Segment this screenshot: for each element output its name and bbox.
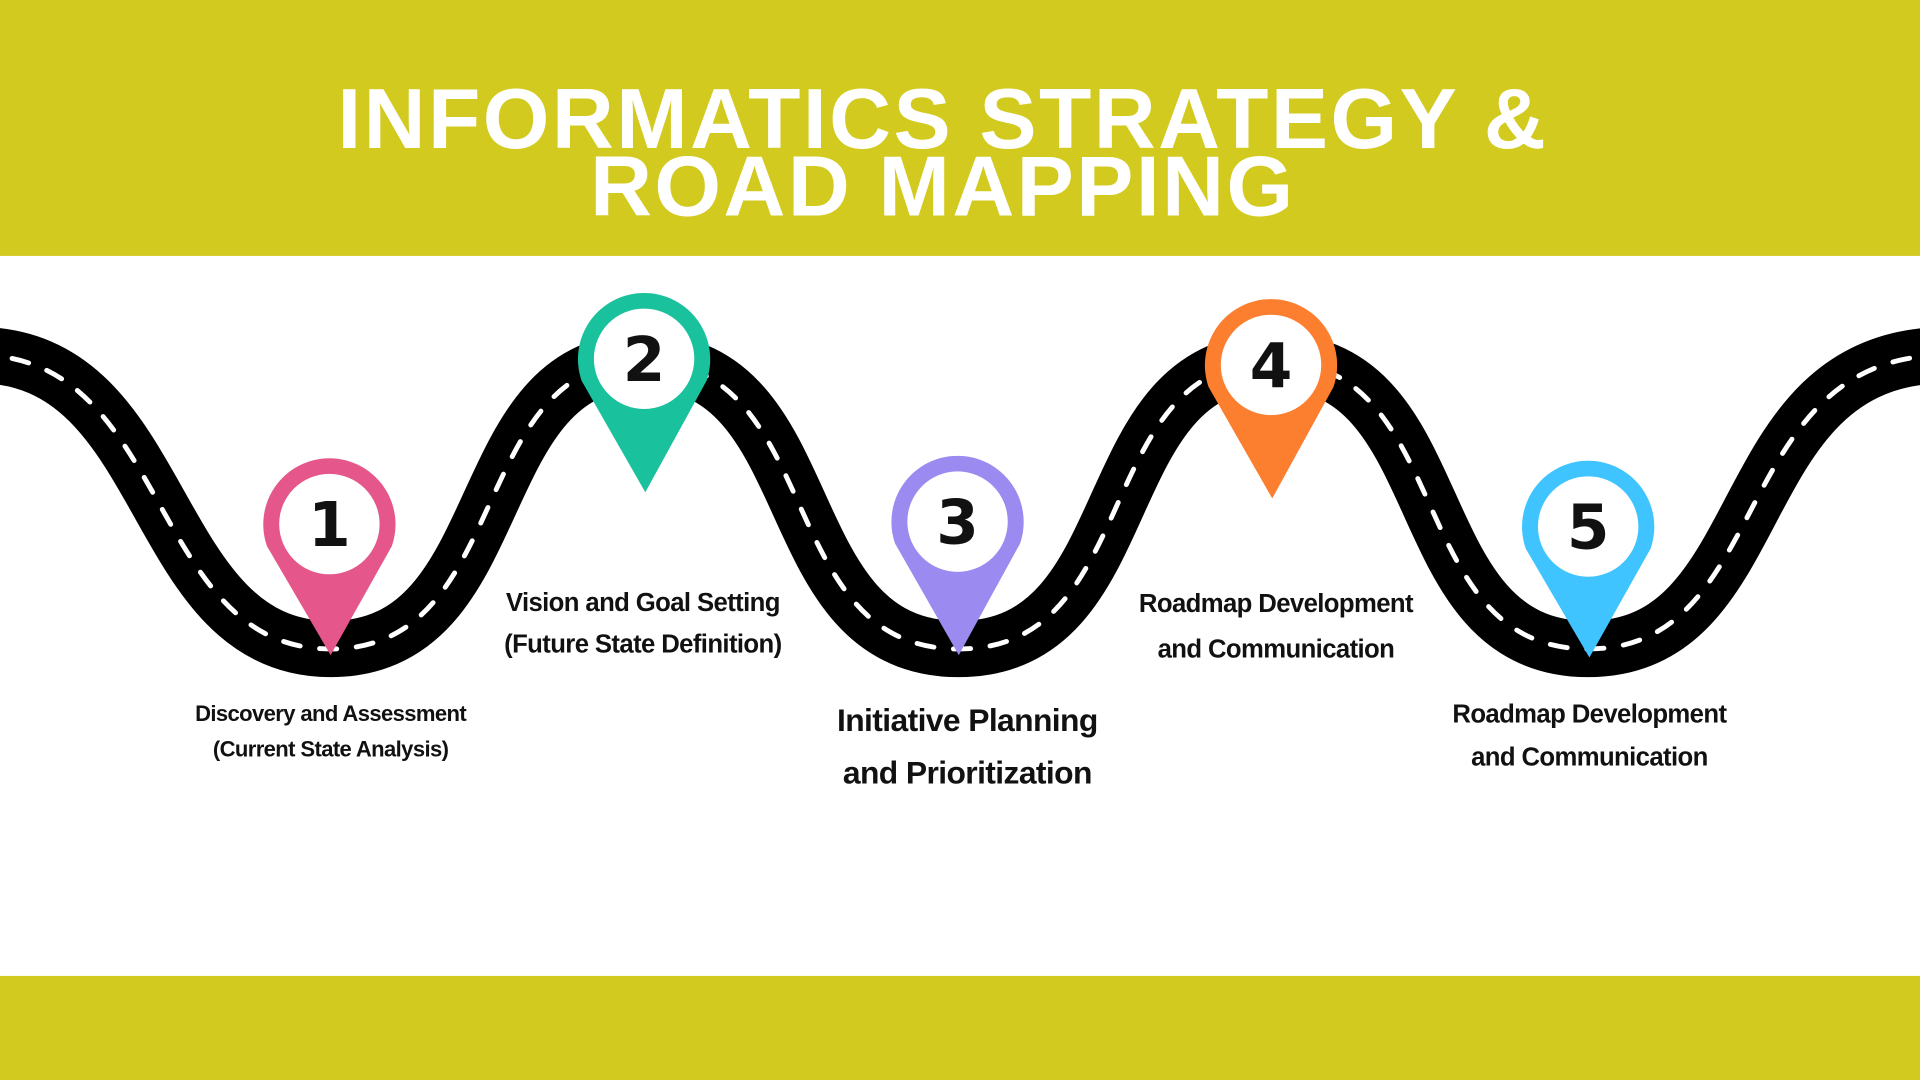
step-4-number: 4 bbox=[1250, 331, 1293, 402]
step-4-label-line-1: Roadmap Development bbox=[1139, 590, 1414, 618]
title-line-2: ROAD MAPPING bbox=[590, 139, 1296, 235]
title-line-1: INFORMATICS STRATEGY & bbox=[337, 71, 1548, 167]
step-3-label-line-1: Initiative Planning bbox=[837, 702, 1098, 738]
step-1-label-line-1: Discovery and Assessment bbox=[195, 701, 467, 726]
step-5-label-line-2: and Communication bbox=[1471, 743, 1708, 771]
step-2-number: 2 bbox=[623, 325, 666, 396]
footer-band bbox=[0, 975, 1920, 1080]
map-pin-1-icon: 1 bbox=[263, 458, 396, 656]
map-pin-4-icon: 4 bbox=[1204, 299, 1338, 499]
step-1-label-line-2: (Current State Analysis) bbox=[213, 737, 449, 762]
step-5-label-line-1: Roadmap Development bbox=[1452, 700, 1727, 728]
map-pin-5-icon: 5 bbox=[1522, 460, 1655, 658]
step-1-number: 1 bbox=[308, 490, 351, 561]
step-3-label-line-2: and Prioritization bbox=[843, 755, 1092, 791]
step-5-number: 5 bbox=[1567, 493, 1610, 564]
pin-inner-circle bbox=[1220, 314, 1322, 416]
header-band bbox=[0, 0, 1920, 256]
step-4-label-line-2: and Communication bbox=[1158, 636, 1395, 664]
pin-inner-circle bbox=[593, 308, 695, 409]
step-2-label-line-2: (Future State Definition) bbox=[504, 631, 781, 659]
pin-inner-circle bbox=[1537, 476, 1639, 577]
pin-inner-circle bbox=[279, 473, 380, 575]
step-2-label-line-1: Vision and Goal Setting bbox=[506, 589, 780, 617]
step-labels: Discovery and Assessment (Current State … bbox=[195, 589, 1728, 791]
step-3-number: 3 bbox=[936, 488, 979, 559]
map-pin-2-icon: 2 bbox=[577, 292, 711, 493]
map-pin-3-icon: 3 bbox=[891, 455, 1024, 656]
pin-inner-circle bbox=[907, 471, 1008, 572]
